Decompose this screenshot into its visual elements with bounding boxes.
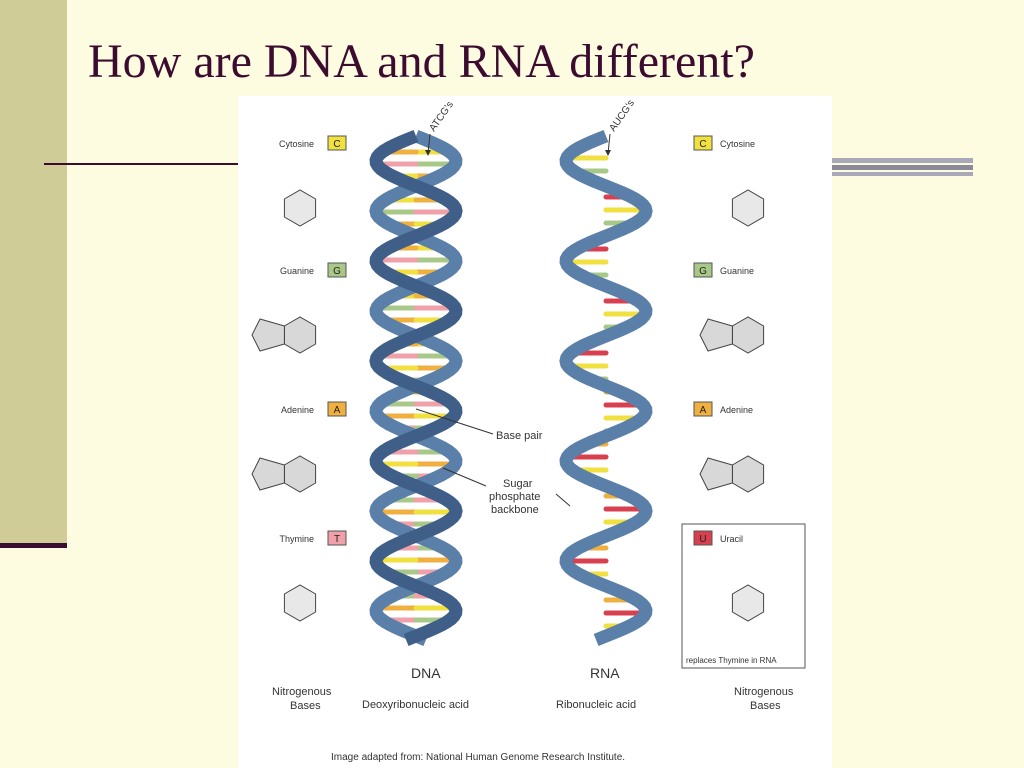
slide-title: How are DNA and RNA different? [88, 35, 755, 88]
molecule-ring [731, 455, 765, 493]
base-letter-box [327, 401, 347, 417]
backbone-label-2: phosphate [489, 491, 540, 503]
dna-top-label: ATCG's [427, 100, 455, 134]
molecule-ring [283, 316, 317, 354]
base-letter-box [327, 530, 347, 546]
base-name: Thymine [279, 534, 314, 544]
dna-label: DNA [411, 665, 441, 681]
base-letter: A [700, 405, 707, 416]
base-letter-box [693, 401, 713, 417]
sidebar-divider [0, 543, 67, 548]
base-letter-box [327, 262, 347, 278]
base-legend-adenine: A Adenine [693, 401, 765, 493]
base-pair-pointer [415, 408, 494, 435]
bases-left-label-2: Bases [290, 700, 321, 712]
base-legend-cytosine: C Cytosine [693, 135, 765, 227]
uracil-note: replaces Thymine in RNA [686, 656, 777, 665]
molecule-ring [283, 455, 317, 493]
backbone-label-3: backbone [491, 504, 539, 516]
base-letter-box [693, 135, 713, 151]
base-legend-adenine: A Adenine [251, 401, 347, 493]
base-letter-box [693, 530, 713, 546]
rna-full-name: Ribonucleic acid [556, 699, 636, 711]
backbone-label-1: Sugar [503, 478, 533, 490]
image-credit: Image adapted from: National Human Genom… [331, 752, 625, 763]
dna-double-helix [369, 129, 463, 647]
base-name: Adenine [720, 405, 753, 415]
rna-top-annotation: AUCG's [605, 98, 637, 156]
molecule-ring [731, 316, 765, 354]
base-name: Adenine [281, 405, 314, 415]
base-legend-guanine: G Guanine [251, 262, 347, 354]
rna-backbone-strand [559, 129, 653, 647]
base-letter: T [334, 534, 340, 545]
base-name: Guanine [720, 266, 754, 276]
bases-left-label-1: Nitrogenous [272, 686, 332, 698]
accent-sidebar [0, 0, 67, 545]
dna-backbone-strand [369, 129, 463, 647]
base-letter: U [699, 534, 706, 545]
molecule-ring [699, 318, 733, 352]
molecule-ring [283, 189, 317, 227]
title-rule-left [44, 163, 244, 165]
base-letter: C [699, 139, 706, 150]
base-pair-label: Base pair [496, 430, 543, 442]
base-letter: C [333, 139, 340, 150]
molecule-ring [283, 584, 317, 622]
base-legend-cytosine: C Cytosine [279, 135, 347, 227]
rna-single-helix [559, 129, 653, 647]
molecule-ring [251, 318, 285, 352]
base-legend-uracil: U Uracil [693, 530, 765, 622]
base-name: Cytosine [279, 139, 314, 149]
bases-right-label-2: Bases [750, 700, 781, 712]
base-letter-box [693, 262, 713, 278]
molecule-ring [251, 457, 285, 491]
base-letter-box [327, 135, 347, 151]
bases-right-label-1: Nitrogenous [734, 686, 794, 698]
base-letter: G [699, 266, 707, 277]
uracil-box [681, 523, 806, 669]
molecule-ring [731, 189, 765, 227]
base-legend-guanine: G Guanine [693, 262, 765, 354]
base-name: Cytosine [720, 139, 755, 149]
base-name: Guanine [280, 266, 314, 276]
backbone-pointer-right [555, 493, 571, 507]
base-letter: G [333, 266, 341, 277]
backbone-pointer-left [442, 467, 487, 487]
title-rule-right [832, 158, 973, 178]
molecule-ring [699, 457, 733, 491]
dna-rna-figure: ATCG's AUCG's Base pair Sugar phosphate … [238, 96, 832, 768]
dna-full-name: Deoxyribonucleic acid [362, 699, 469, 711]
base-legend-thymine: T Thymine [279, 530, 347, 622]
base-name: Uracil [720, 534, 743, 544]
rna-label: RNA [590, 665, 620, 681]
rna-top-label: AUCG's [607, 98, 637, 134]
base-letter: A [334, 405, 341, 416]
molecule-ring [731, 584, 765, 622]
